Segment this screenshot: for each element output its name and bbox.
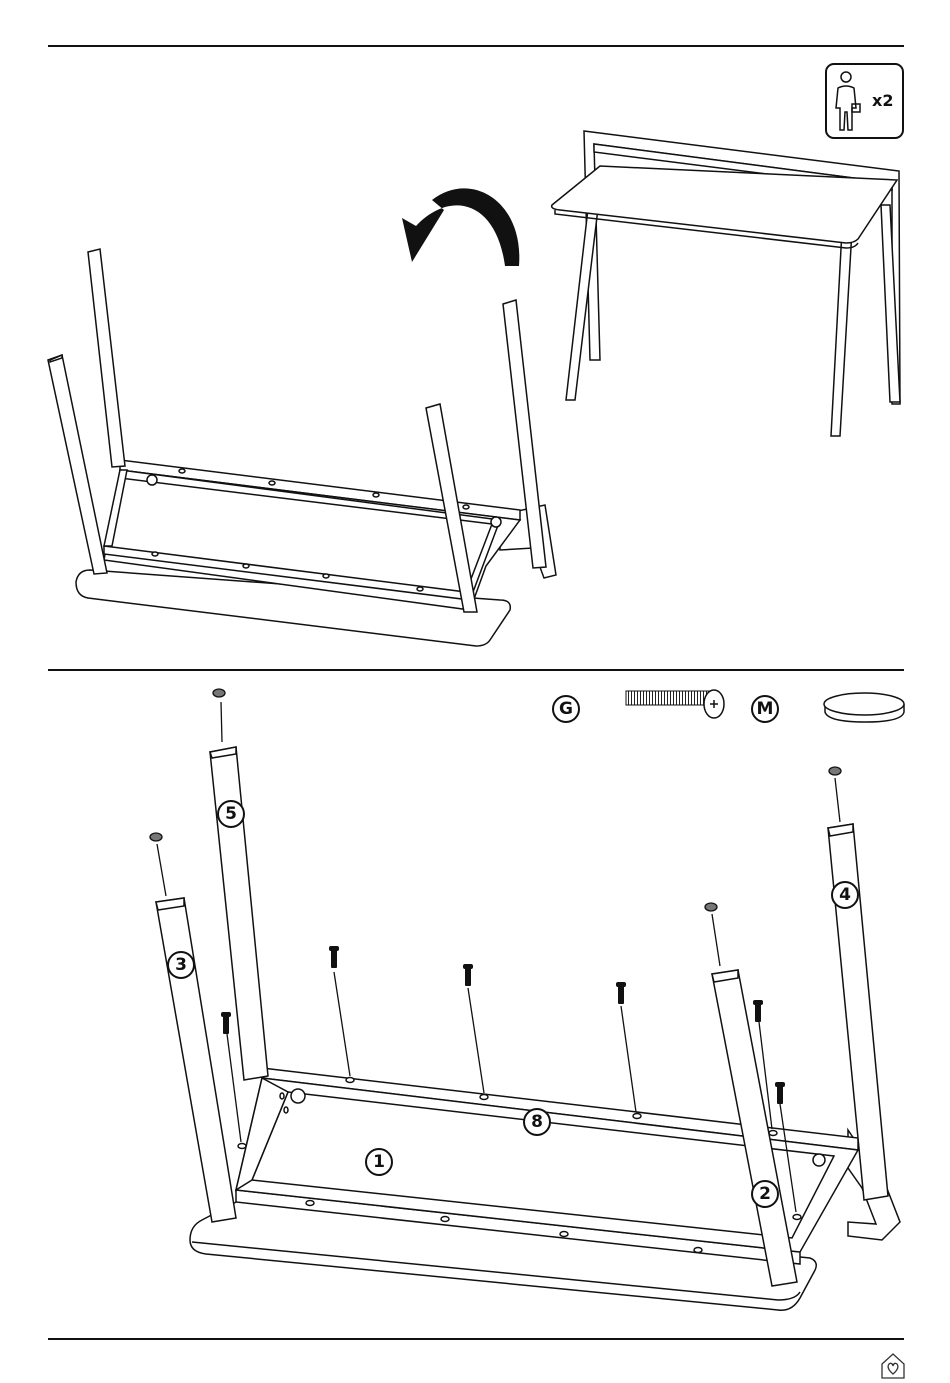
inverted-frame-small <box>48 249 556 646</box>
brand-logo-icon <box>882 1354 904 1378</box>
persons-badge: x2 <box>826 64 903 138</box>
part-label-2: 2 <box>752 1181 778 1207</box>
svg-text:4: 4 <box>839 885 851 905</box>
part-label-3: 3 <box>168 952 194 978</box>
svg-text:8: 8 <box>531 1112 543 1132</box>
rotate-arrow-icon <box>402 188 519 266</box>
persons-count: x2 <box>872 91 893 110</box>
svg-text:3: 3 <box>175 955 187 975</box>
part-label-8: 8 <box>524 1109 550 1135</box>
screw-bolt-icon <box>626 690 724 718</box>
svg-text:1: 1 <box>373 1152 385 1172</box>
part-label-1: 1 <box>366 1149 392 1175</box>
svg-text:5: 5 <box>225 804 237 824</box>
legend-m-code: M <box>757 699 774 719</box>
upright-desk-preview <box>552 131 900 436</box>
legend-g-code: G <box>559 699 573 719</box>
part-label-5: 5 <box>218 801 244 827</box>
svg-text:2: 2 <box>759 1184 771 1204</box>
inverted-desk-large <box>156 747 900 1310</box>
legend-m: M <box>752 696 778 722</box>
legend-g: G <box>553 696 579 722</box>
felt-pad-icon <box>824 693 904 722</box>
part-label-4: 4 <box>832 882 858 908</box>
